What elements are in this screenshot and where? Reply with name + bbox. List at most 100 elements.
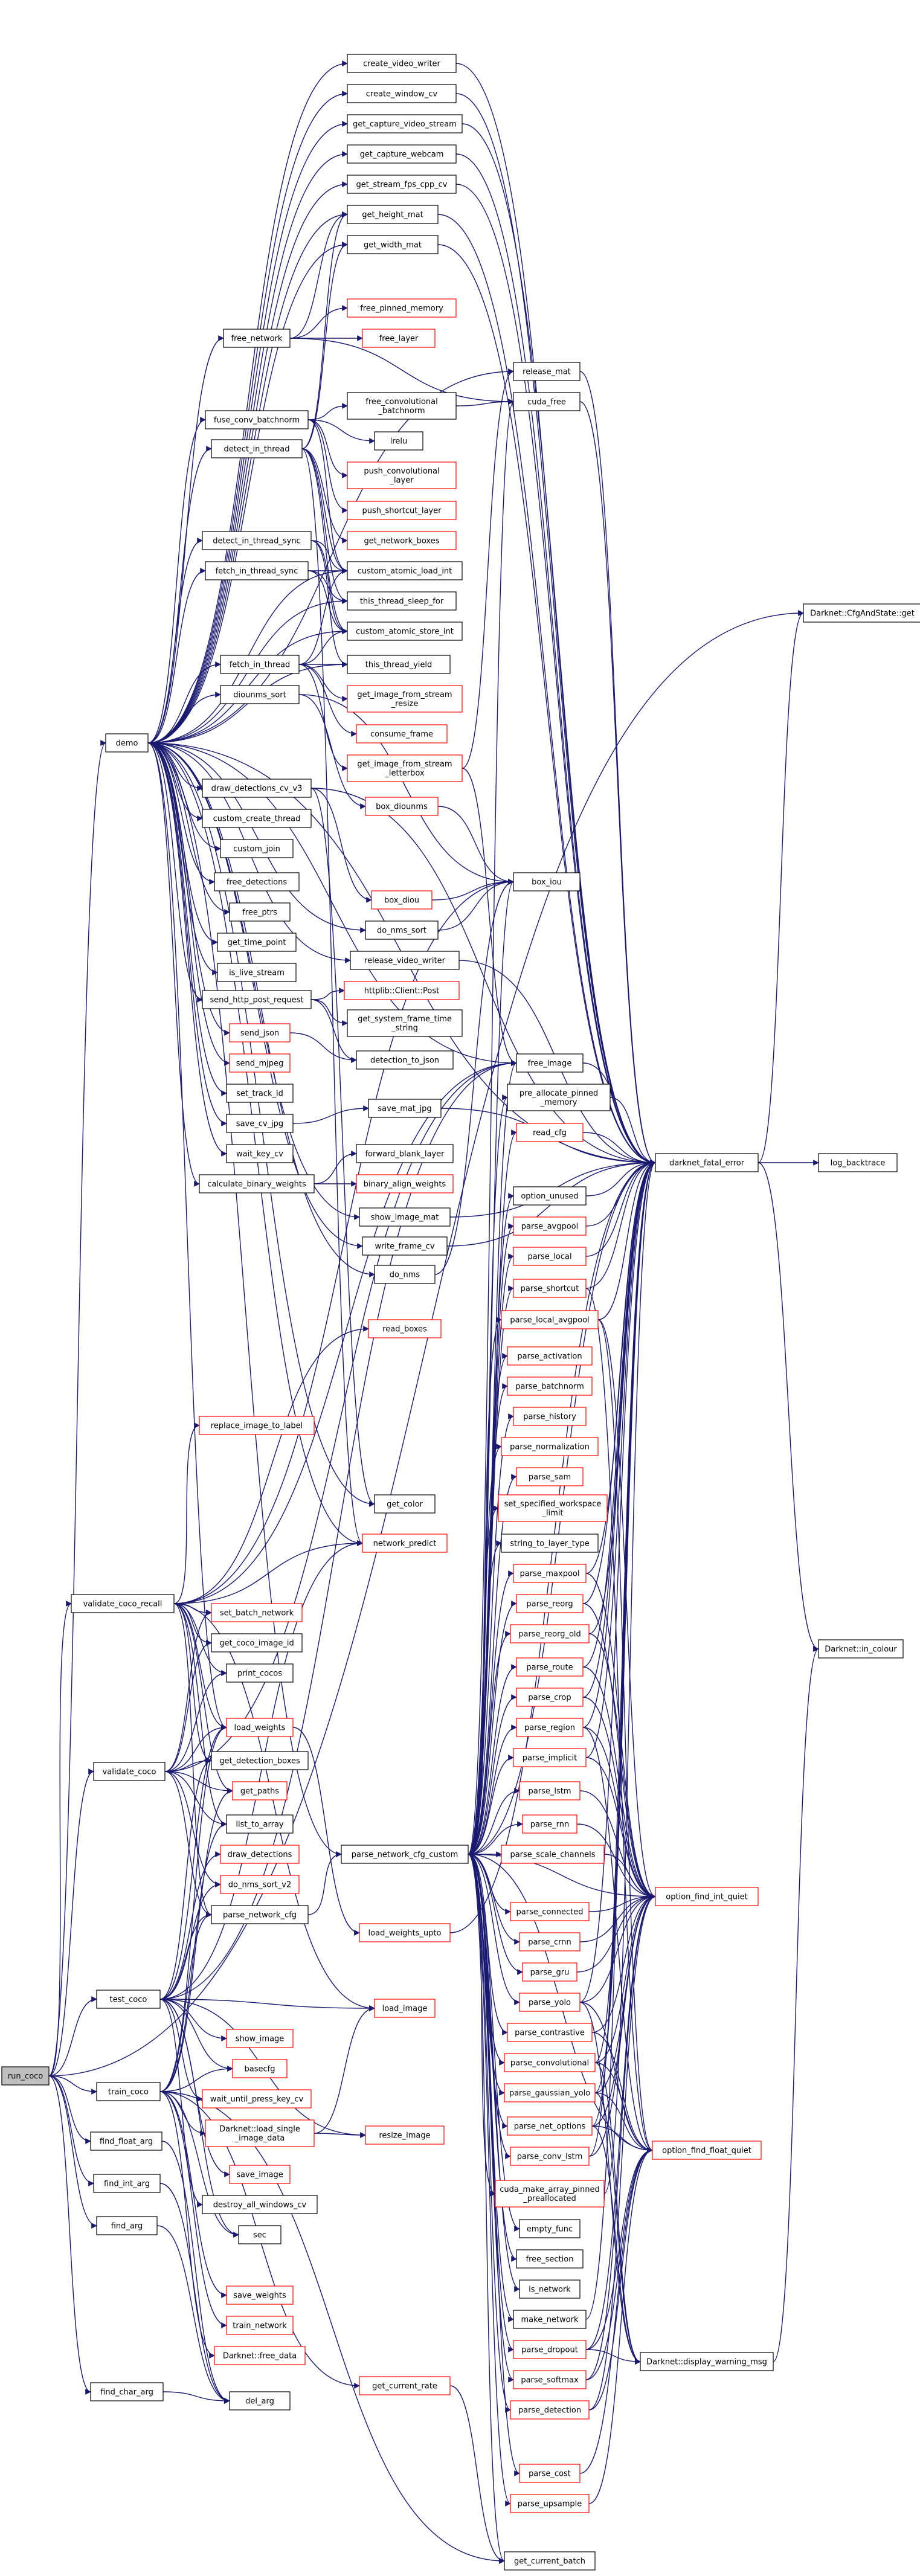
node-parse-batchnorm[interactable]: parse_batchnorm	[507, 1376, 593, 1396]
node-show-image[interactable]: show_image	[226, 2029, 294, 2048]
node-load-weights[interactable]: load_weights	[226, 1718, 294, 1737]
node-parse-crnn[interactable]: parse_crnn	[519, 1932, 581, 1951]
node-parse-avgpool[interactable]: parse_avgpool	[513, 1216, 587, 1236]
node-box-iou[interactable]: box_iou	[513, 872, 581, 891]
node-find-arg[interactable]: find_arg	[96, 2216, 158, 2235]
node-release-mat[interactable]: release_mat	[513, 362, 581, 381]
node-custom-atomic-load-int[interactable]: custom_atomic_load_int	[347, 561, 463, 580]
node-train-network[interactable]: train_network	[226, 2316, 294, 2335]
node-detect-in-thread[interactable]: detect_in_thread	[211, 439, 303, 458]
node-parse-activation[interactable]: parse_activation	[507, 1346, 593, 1366]
node-push-shortcut-layer[interactable]: push_shortcut_layer	[347, 501, 457, 520]
node-destroy-all-windows-cv[interactable]: destroy_all_windows_cv	[202, 2195, 318, 2214]
node-parse-yolo[interactable]: parse_yolo	[519, 1993, 581, 2012]
node-empty-func[interactable]: empty_func	[519, 2219, 581, 2238]
node-httplib-client-post[interactable]: httplib::Client::Post	[344, 981, 460, 1000]
node-create-window-cv[interactable]: create_window_cv	[347, 84, 457, 103]
node-log-backtrace[interactable]: log_backtrace	[818, 1153, 898, 1172]
node-box-diou[interactable]: box_diou	[371, 890, 433, 910]
node-replace-image-to-label[interactable]: replace_image_to_label	[199, 1416, 315, 1435]
node-calculate-binary-weights[interactable]: calculate_binary_weights	[199, 1174, 315, 1193]
node-set-batch-network[interactable]: set_batch_network	[211, 1603, 303, 1622]
node-parse-cost[interactable]: parse_cost	[519, 2464, 581, 2483]
node-release-video-writer[interactable]: release_video_writer	[350, 951, 460, 970]
node-parse-contrastive[interactable]: parse_contrastive	[507, 2023, 593, 2042]
node-parse-shortcut[interactable]: parse_shortcut	[513, 1279, 587, 1298]
node-parse-lstm[interactable]: parse_lstm	[519, 1781, 581, 1800]
node-wait-until-press-key-cv[interactable]: wait_until_press_key_cv	[202, 2089, 312, 2109]
node-load-weights-upto[interactable]: load_weights_upto	[359, 1923, 451, 1942]
node-free-network[interactable]: free_network	[223, 329, 291, 348]
node-option-find-float-quiet[interactable]: option_find_float_quiet	[652, 2141, 762, 2160]
node-darknet-display-warning-msg[interactable]: Darknet::display_warning_msg	[640, 2352, 774, 2371]
node-parse-softmax[interactable]: parse_softmax	[513, 2370, 587, 2389]
node-parse-connected[interactable]: parse_connected	[510, 1902, 590, 1921]
node-this-thread-yield[interactable]: this_thread_yield	[347, 655, 451, 674]
node-free-image[interactable]: free_image	[516, 1053, 584, 1073]
node-parse-upsample[interactable]: parse_upsample	[510, 2494, 590, 2513]
node-parse-network-cfg[interactable]: parse_network_cfg	[211, 1905, 309, 1924]
node-get-coco-image-id[interactable]: get_coco_image_id	[211, 1633, 303, 1653]
node-save-cv-jpg[interactable]: save_cv_jpg	[226, 1114, 294, 1133]
node-read-boxes[interactable]: read_boxes	[368, 1319, 442, 1338]
node-this-thread-sleep-for[interactable]: this_thread_sleep_for	[347, 591, 457, 611]
node-parse-reorg[interactable]: parse_reorg	[516, 1594, 584, 1613]
node-fuse-conv-batchnorm[interactable]: fuse_conv_batchnorm	[205, 410, 309, 429]
node-parse-conv-lstm[interactable]: parse_conv_lstm	[510, 2147, 590, 2166]
node-get-capture-video-stream[interactable]: get_capture_video_stream	[347, 114, 463, 133]
node-print-cocos[interactable]: print_cocos	[226, 1663, 294, 1683]
node-parse-scale-channels[interactable]: parse_scale_channels	[501, 1845, 605, 1864]
node-draw-detections[interactable]: draw_detections	[220, 1845, 300, 1864]
node-validate-coco-recall[interactable]: validate_coco_recall	[71, 1594, 175, 1613]
node-read-cfg[interactable]: read_cfg	[516, 1123, 584, 1142]
node-parse-history[interactable]: parse_history	[513, 1407, 587, 1426]
node-del-arg[interactable]: del_arg	[229, 2391, 291, 2411]
node-save-mat-jpg[interactable]: save_mat_jpg	[368, 1099, 442, 1118]
node-parse-region[interactable]: parse_region	[516, 1718, 584, 1737]
node-get-color[interactable]: get_color	[374, 1494, 436, 1514]
node-parse-rnn[interactable]: parse_rnn	[522, 1814, 577, 1834]
node-darknet-fatal-error[interactable]: darknet_fatal_error	[655, 1153, 759, 1172]
node-lrelu[interactable]: lrelu	[374, 431, 423, 451]
node-free-detections[interactable]: free_detections	[214, 872, 300, 891]
node-sec[interactable]: sec	[238, 2225, 281, 2244]
node-string-to-layer-type[interactable]: string_to_layer_type	[501, 1534, 599, 1553]
node-parse-gru[interactable]: parse_gru	[522, 1962, 577, 1982]
node-fetch-in-thread[interactable]: fetch_in_thread	[220, 655, 300, 674]
node-do-nms-sort[interactable]: do_nms_sort	[365, 920, 439, 940]
node-parse-network-cfg-custom[interactable]: parse_network_cfg_custom	[341, 1845, 469, 1864]
node-send-mjpeg[interactable]: send_mjpeg	[229, 1053, 291, 1073]
node-test-coco[interactable]: test_coco	[96, 1990, 161, 2009]
node-save-weights[interactable]: save_weights	[226, 2285, 294, 2305]
node-parse-convolutional[interactable]: parse_convolutional	[504, 2053, 596, 2072]
node-parse-dropout[interactable]: parse_dropout	[513, 2340, 587, 2359]
node-get-image-from-stream-resize[interactable]: get_image_from_stream_resize	[347, 685, 463, 713]
node-is-live-stream[interactable]: is_live_stream	[217, 963, 297, 982]
node-make-network[interactable]: make_network	[513, 2310, 587, 2329]
node-cuda-free[interactable]: cuda_free	[513, 392, 581, 411]
node-send-json[interactable]: send_json	[229, 1023, 291, 1042]
node-get-current-rate[interactable]: get_current_rate	[359, 2376, 451, 2395]
node-darknet-free-data[interactable]: Darknet::free_data	[214, 2346, 306, 2365]
node-parse-local[interactable]: parse_local	[513, 1247, 587, 1266]
node-parse-net-options[interactable]: parse_net_options	[507, 2116, 593, 2136]
node-parse-local-avgpool[interactable]: parse_local_avgpool	[501, 1310, 599, 1329]
node-get-network-boxes[interactable]: get_network_boxes	[347, 531, 457, 550]
node-diounms-sort[interactable]: diounms_sort	[220, 685, 300, 704]
node-find-char-arg[interactable]: find_char_arg	[90, 2382, 164, 2401]
node-get-capture-webcam[interactable]: get_capture_webcam	[347, 144, 457, 164]
node-send-http-post-request[interactable]: send_http_post_request	[202, 990, 312, 1009]
node-save-image[interactable]: save_image	[229, 2165, 291, 2184]
node-parse-gaussian-yolo[interactable]: parse_gaussian_yolo	[504, 2083, 596, 2102]
node-validate-coco[interactable]: validate_coco	[93, 1762, 166, 1781]
node-option-unused[interactable]: option_unused	[513, 1186, 587, 1206]
node-list-to-array[interactable]: list_to_array	[226, 1814, 294, 1834]
node-parse-sam[interactable]: parse_sam	[516, 1467, 584, 1486]
node-parse-normalization[interactable]: parse_normalization	[501, 1437, 599, 1456]
node-free-pinned-memory[interactable]: free_pinned_memory	[347, 298, 457, 318]
node-draw-detections-cv-v3[interactable]: draw_detections_cv_v3	[202, 779, 312, 798]
node-option-find-int-quiet[interactable]: option_find_int_quiet	[655, 1887, 759, 1906]
node-get-system-frame-time-string[interactable]: get_system_frame_time_string	[347, 1009, 463, 1037]
node-run-coco[interactable]: run_coco	[1, 2066, 50, 2086]
node-free-ptrs[interactable]: free_ptrs	[229, 902, 291, 922]
